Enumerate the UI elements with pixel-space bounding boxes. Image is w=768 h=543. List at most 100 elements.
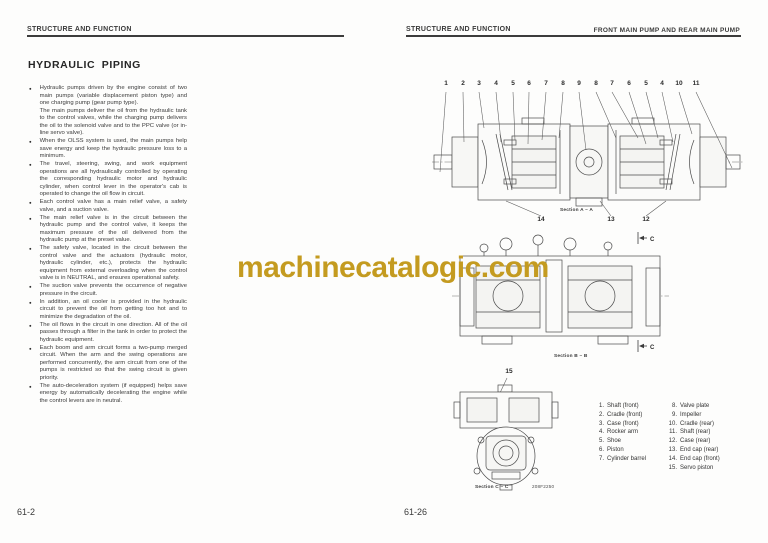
part-number: 12. <box>668 438 677 445</box>
part-number: 8. <box>671 403 677 409</box>
section-b-diagram: C C Section B – B <box>448 228 673 363</box>
callout-number: 6 <box>527 80 531 87</box>
part-name: Cradle (rear) <box>680 420 715 427</box>
list-item: When the OLSS system is used, the main p… <box>29 138 187 161</box>
list-item: In addition, an oil cooler is provided i… <box>29 299 187 322</box>
bullet-text: The oil flows in the circuit in one dire… <box>39 321 187 343</box>
list-item: Hydraulic pumps driven by the engine con… <box>29 85 187 138</box>
bullet-text: The main relief valve is in the circuit … <box>39 214 187 244</box>
list-item: The oil flows in the circuit in one dire… <box>29 322 187 345</box>
callout-number: 11 <box>692 80 700 87</box>
list-item: The main relief valve is in the circuit … <box>29 215 187 245</box>
parts-list-column-2: 8.Valve plate 9.Impeller 10.Cradle (rear… <box>662 402 720 472</box>
list-item: The safety valve, located in the circuit… <box>29 245 187 283</box>
left-page-number: 61-2 <box>17 507 36 517</box>
pump-cross-section-b-drawing: C C <box>452 232 669 352</box>
callout-number: 3 <box>477 80 481 87</box>
pump-cross-section-a-drawing <box>432 91 743 217</box>
watermark-text: machinecatalogic.com <box>237 251 549 284</box>
parts-list-item: 5.Shoe <box>595 437 646 446</box>
parts-list-item: 2.Cradle (front) <box>595 411 646 420</box>
part-number: 11. <box>669 429 677 436</box>
bullet-text: Hydraulic pumps driven by the engine con… <box>39 85 187 136</box>
part-name: Shaft (rear) <box>680 429 711 436</box>
part-number: 10. <box>668 420 677 427</box>
callout-number: 7 <box>544 80 548 87</box>
parts-list-item: 14.End cap (front) <box>662 455 720 464</box>
callout-number: 8 <box>594 80 598 87</box>
part-name: Piston <box>607 446 624 453</box>
parts-list-item: 11.Shaft (rear) <box>662 428 720 437</box>
part-number: 5. <box>598 438 604 445</box>
callout-number: 4 <box>494 80 498 87</box>
callout-number: 5 <box>644 80 648 87</box>
right-page-header: STRUCTURE AND FUNCTION <box>406 26 511 33</box>
callout-number: 4 <box>660 80 664 87</box>
part-number: 6. <box>598 446 604 453</box>
list-item: Each control valve has a main relief val… <box>29 199 187 214</box>
bullet-text: In addition, an oil cooler is provided i… <box>39 298 187 320</box>
section-c-label: Section C – C <box>475 485 509 490</box>
callout-number: 8 <box>561 80 565 87</box>
part-name: Impeller <box>680 411 702 418</box>
part-name: Case (front) <box>607 420 639 427</box>
part-number: 7. <box>598 455 604 462</box>
bullet-text: The auto-deceleration system (if equippe… <box>39 382 187 404</box>
part-number: 13. <box>668 446 677 453</box>
part-name: Rocker arm <box>607 429 639 436</box>
part-number: 15. <box>668 464 677 471</box>
list-item: Each boom and arm circuit forms a two-pu… <box>29 345 187 383</box>
bullet-text: Each boom and arm circuit forms a two-pu… <box>39 344 187 381</box>
right-page-header-title: FRONT MAIN PUMP AND REAR MAIN PUMP <box>593 27 740 34</box>
part-number: 2. <box>598 411 604 418</box>
parts-list-column-1: 1.Shaft (front) 2.Cradle (front) 3.Case … <box>595 402 646 464</box>
list-item: The suction valve prevents the occurrenc… <box>29 283 187 298</box>
part-name: Cradle (front) <box>607 411 643 418</box>
section-plane-mark: C <box>650 345 655 351</box>
callout-number: 1 <box>444 80 448 87</box>
parts-list-item: 13.End cap (rear) <box>662 446 720 455</box>
part-name: End cap (front) <box>680 455 720 462</box>
part-number: 3. <box>598 420 604 427</box>
section-a-label: Section A – A <box>560 208 593 213</box>
parts-list-item: 12.Case (rear) <box>662 437 720 446</box>
section-plane-mark: C <box>650 237 655 243</box>
part-name: Shaft (front) <box>607 403 639 409</box>
parts-list-item: 3.Case (front) <box>595 420 646 429</box>
left-page-header: STRUCTURE AND FUNCTION <box>27 26 132 33</box>
parts-list-item: 4.Rocker arm <box>595 428 646 437</box>
part-number: 4. <box>598 429 604 436</box>
bullet-list: Hydraulic pumps driven by the engine con… <box>29 85 187 406</box>
callout-number: 15 <box>505 368 513 375</box>
callout-number: 14 <box>537 216 545 223</box>
callout-number: 13 <box>607 216 615 223</box>
left-header-rule <box>27 35 344 37</box>
section-plane-arrow-icon <box>639 343 644 349</box>
section-a-diagram: 1 2 3 4 5 6 7 8 9 8 7 6 5 4 10 11 14 13 … <box>430 80 745 230</box>
parts-list-item: 10.Cradle (rear) <box>662 420 720 429</box>
list-item: The auto-deceleration system (if equippe… <box>29 383 187 406</box>
callout-number: 7 <box>610 80 614 87</box>
page-title: HYDRAULIC PIPING <box>28 59 141 71</box>
parts-list-item: 7.Cylinder barrel <box>595 455 646 464</box>
bullet-text: Each control valve has a main relief val… <box>39 199 187 213</box>
part-name: Cylinder barrel <box>607 455 647 462</box>
parts-list-item: 9.Impeller <box>662 411 720 420</box>
figure-code: 208F2250 <box>532 484 555 489</box>
part-name: End cap (rear) <box>680 446 719 453</box>
bullet-text: The safety valve, located in the circuit… <box>39 245 187 281</box>
bullet-text: The suction valve prevents the occurrenc… <box>39 283 187 297</box>
section-c-diagram: 15 Section C – C <box>452 365 567 495</box>
callout-number: 5 <box>511 80 515 87</box>
section-plane-arrow-icon <box>639 235 644 241</box>
part-name: Case (rear) <box>680 438 711 445</box>
callout-number: 12 <box>642 216 650 223</box>
pump-front-view-c-drawing <box>453 377 559 491</box>
callout-number: 9 <box>577 80 581 87</box>
right-page-number: 61-26 <box>404 507 428 517</box>
bullet-text: When the OLSS system is used, the main p… <box>39 138 187 159</box>
right-header-rule <box>406 35 741 37</box>
part-name: Servo piston <box>680 464 714 471</box>
parts-list-item: 1.Shaft (front) <box>595 402 646 411</box>
